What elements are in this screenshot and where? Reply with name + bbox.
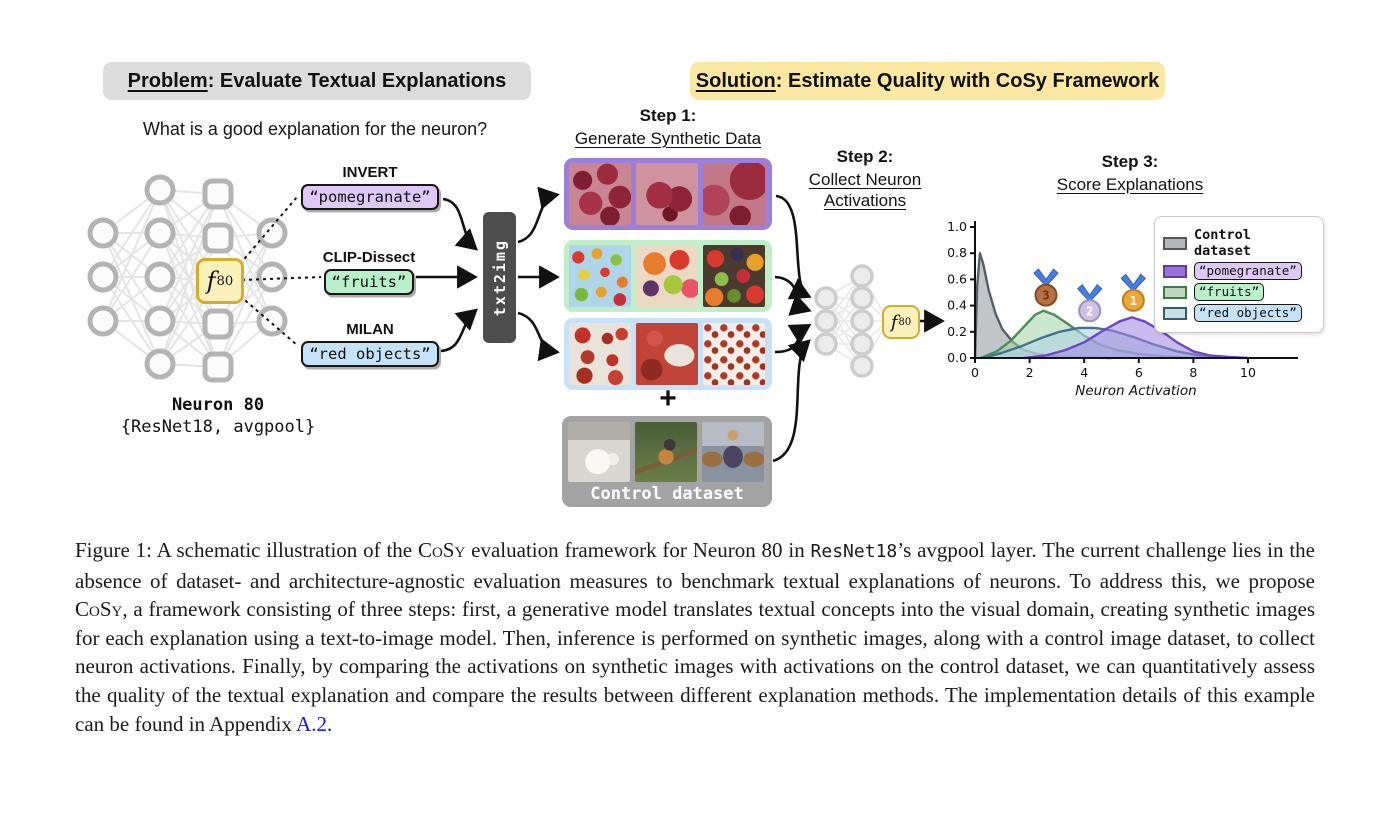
svg-text:0.2: 0.2 bbox=[947, 324, 967, 339]
concept-box-fruits: “fruits” bbox=[323, 269, 415, 295]
solution-header: Solution: Estimate Quality with CoSy Fra… bbox=[690, 62, 1165, 100]
solution-header-word: Solution bbox=[695, 70, 776, 92]
chart-legend: Control dataset “pomegranate” “fruits” “… bbox=[1154, 216, 1324, 333]
synthetic-image-red-objects-2 bbox=[636, 323, 698, 385]
legend-swatch-pomegranate bbox=[1163, 264, 1187, 278]
step1-header: Step 1: Generate Synthetic Data bbox=[558, 106, 778, 149]
method-milan-label: MILAN bbox=[346, 321, 394, 338]
appendix-link[interactable]: A.2 bbox=[296, 711, 327, 736]
caption-segment: evaluation framework for Neuron 80 in bbox=[465, 538, 811, 562]
svg-text:4: 4 bbox=[1080, 365, 1088, 380]
synthetic-row-red-objects bbox=[564, 318, 772, 390]
caption-segment: , a framework consisting of three steps:… bbox=[75, 597, 1315, 736]
svg-text:3: 3 bbox=[1042, 289, 1049, 303]
legend-row-pomegranate: “pomegranate” bbox=[1163, 262, 1315, 280]
neuron-name-label: Neuron 80 bbox=[171, 395, 265, 415]
legend-label-fruits: “fruits” bbox=[1194, 283, 1265, 301]
method-clip-dissect-label: CLIP-Dissect bbox=[322, 249, 416, 266]
svg-text:10: 10 bbox=[1240, 365, 1256, 380]
solution-header-rest: : Estimate Quality with CoSy Framework bbox=[775, 70, 1160, 92]
step2-subtitle-line1: Collect Neuron bbox=[808, 170, 922, 189]
legend-row-red-objects: “red objects” bbox=[1163, 304, 1315, 322]
control-image-bird bbox=[635, 422, 697, 482]
synthetic-row-fruits bbox=[564, 240, 772, 312]
synthetic-image-red-objects-1 bbox=[569, 323, 631, 385]
f-subscript: 80 bbox=[898, 316, 912, 328]
legend-swatch-control bbox=[1163, 236, 1187, 250]
caption-segment: ’s avgpool layer. The current challenge … bbox=[75, 538, 1315, 593]
svg-text:0.6: 0.6 bbox=[947, 271, 967, 286]
step2-title: Step 2: bbox=[836, 147, 894, 166]
neuron-location-label: {ResNet18, avgpool} bbox=[120, 417, 316, 437]
problem-header: Problem: Evaluate Textual Explanations bbox=[103, 62, 531, 100]
step2-header: Step 2: Collect Neuron Activations bbox=[795, 147, 935, 211]
legend-row-control: Control dataset bbox=[1163, 227, 1315, 259]
step3-title: Step 3: bbox=[1101, 152, 1159, 171]
step1-subtitle: Generate Synthetic Data bbox=[574, 129, 762, 148]
svg-text:8: 8 bbox=[1189, 365, 1197, 380]
legend-label-control: Control dataset bbox=[1194, 227, 1251, 259]
svg-text:2: 2 bbox=[1026, 365, 1034, 380]
method-clip-dissect: CLIP-Dissect “fruits” bbox=[317, 249, 421, 295]
problem-header-word: Problem bbox=[127, 70, 208, 92]
legend-row-fruits: “fruits” bbox=[1163, 283, 1315, 301]
problem-header-rest: : Evaluate Textual Explanations bbox=[207, 70, 507, 92]
synthetic-image-fruits-3 bbox=[703, 245, 765, 307]
svg-text:0.0: 0.0 bbox=[947, 350, 967, 365]
caption-segment: CoSy bbox=[417, 538, 466, 562]
method-invert: INVERT “pomegranate” bbox=[292, 164, 448, 210]
synthetic-image-red-objects-3 bbox=[703, 323, 765, 385]
caption-segment: CoSy bbox=[75, 597, 123, 622]
question-text: What is a good explanation for the neuro… bbox=[142, 119, 488, 139]
synthetic-row-pomegranate bbox=[564, 158, 772, 230]
synthetic-image-pomegranate-1 bbox=[569, 163, 631, 225]
synthetic-image-pomegranate-3 bbox=[703, 163, 765, 225]
control-image-fisherman bbox=[702, 422, 764, 482]
method-invert-label: INVERT bbox=[342, 164, 398, 181]
caption-segment: Figure 1: A schematic illustration of th… bbox=[75, 538, 418, 562]
synthetic-image-fruits-2 bbox=[636, 245, 698, 307]
step1-title: Step 1: bbox=[639, 106, 697, 125]
figure-1-diagram: Problem: Evaluate Textual Explanations S… bbox=[87, 62, 1324, 507]
plus-sign: + bbox=[659, 382, 677, 415]
caption-segment: ResNet18 bbox=[810, 541, 898, 562]
f-subscript: 80 bbox=[216, 273, 234, 289]
control-dataset-label: Control dataset bbox=[590, 484, 744, 504]
svg-text:1: 1 bbox=[1130, 294, 1137, 308]
f-symbol: f bbox=[890, 311, 898, 333]
svg-text:Neuron Activation: Neuron Activation bbox=[1075, 383, 1196, 399]
svg-text:0.4: 0.4 bbox=[947, 298, 967, 313]
legend-label-pomegranate: “pomegranate” bbox=[1194, 262, 1302, 280]
control-image-mug bbox=[568, 422, 630, 482]
control-dataset-box: Control dataset bbox=[562, 416, 772, 507]
step3-subtitle: Score Explanations bbox=[1056, 175, 1204, 194]
caption-segment: . bbox=[326, 711, 333, 736]
txt2img-label: txt2img bbox=[490, 238, 509, 317]
legend-swatch-fruits bbox=[1163, 285, 1187, 299]
svg-text:6: 6 bbox=[1135, 365, 1143, 380]
f-symbol: f bbox=[206, 267, 216, 295]
concept-box-pomegranate: “pomegranate” bbox=[301, 184, 439, 210]
synthetic-image-fruits-1 bbox=[569, 245, 631, 307]
svg-text:0: 0 bbox=[971, 365, 979, 380]
step3-header: Step 3: Score Explanations bbox=[1010, 152, 1250, 195]
concept-box-red-objects: “red objects” bbox=[301, 341, 439, 367]
svg-text:0.8: 0.8 bbox=[947, 245, 967, 260]
step2-subtitle-line2: Activations bbox=[823, 191, 907, 210]
txt2img-box: txt2img bbox=[483, 212, 516, 343]
svg-text:1.0: 1.0 bbox=[947, 219, 967, 234]
legend-swatch-red-objects bbox=[1163, 306, 1187, 320]
svg-text:2: 2 bbox=[1086, 304, 1093, 318]
legend-label-red-objects: “red objects” bbox=[1194, 304, 1302, 322]
synthetic-image-pomegranate-2 bbox=[636, 163, 698, 225]
figure-caption: Figure 1: A schematic illustration of th… bbox=[75, 536, 1315, 738]
method-milan: MILAN “red objects” bbox=[292, 321, 448, 367]
